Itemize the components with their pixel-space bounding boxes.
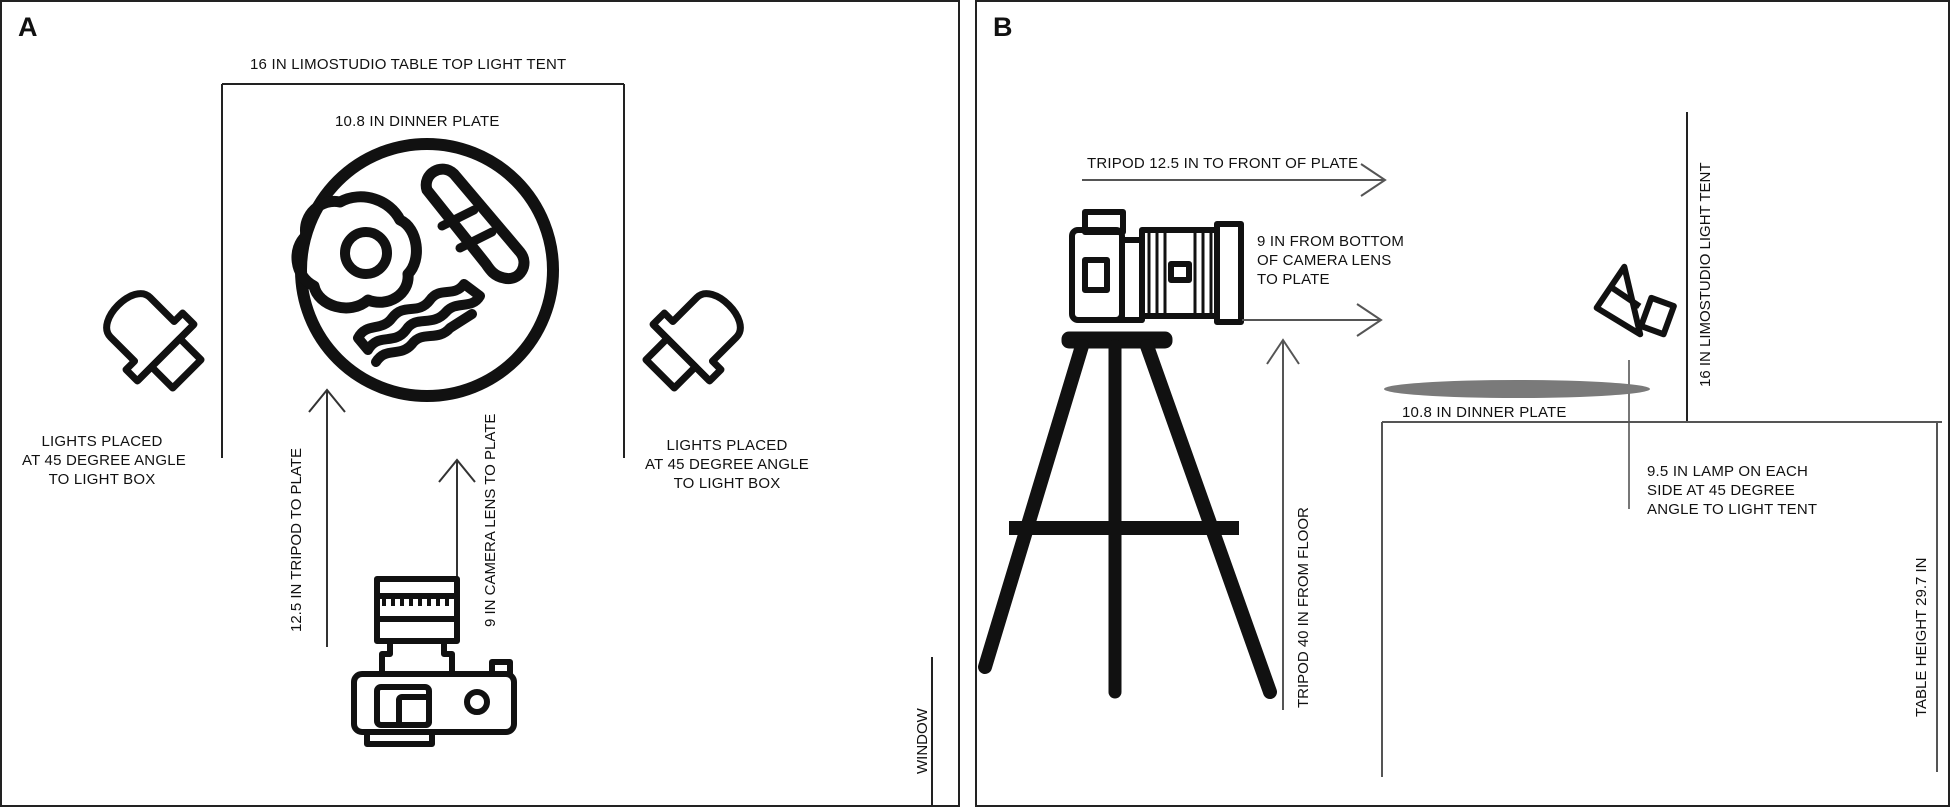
lens-to-plate-label: 9 IN CAMERA LENS TO PLATE [482, 413, 499, 627]
lamp-icon [1593, 263, 1677, 338]
lens-bottom-line-2: OF CAMERA LENS [1257, 252, 1392, 269]
lamp-label: 9.5 IN LAMP ON EACH SIDE AT 45 DEGREE AN… [1647, 462, 1817, 519]
lens-bottom-label: 9 IN FROM BOTTOM OF CAMERA LENS TO PLATE [1257, 232, 1404, 289]
left-light-label: LIGHTS PLACED AT 45 DEGREE ANGLE TO LIGH… [22, 432, 186, 489]
tripod-front-arrow [1082, 163, 1387, 197]
plate-label-b: 10.8 IN DINNER PLATE [1402, 404, 1567, 421]
tent-label: 16 IN LIMOSTUDIO TABLE TOP LIGHT TENT [250, 56, 567, 73]
camera-icon [351, 576, 517, 747]
panel-b-letter: B [993, 12, 1013, 42]
panel-b: B [975, 0, 1950, 807]
right-light-label: LIGHTS PLACED AT 45 DEGREE ANGLE TO LIGH… [638, 436, 816, 493]
lamp-line-3: ANGLE TO LIGHT TENT [1647, 501, 1818, 518]
tripod-icon [978, 331, 1277, 699]
left-light-line-2: AT 45 DEGREE ANGLE [22, 452, 186, 469]
tripod-to-plate-label: 12.5 IN TRIPOD TO PLATE [288, 448, 305, 632]
left-light-line-3: TO LIGHT BOX [48, 471, 156, 488]
lens-to-plate-arrow [438, 458, 476, 580]
panel-a-diagram [103, 83, 933, 807]
plate-label: 10.8 IN DINNER PLATE [335, 113, 500, 130]
tent-height-label: 16 IN LIMOSTUDIO LIGHT TENT [1697, 162, 1714, 388]
right-light-line-2: AT 45 DEGREE ANGLE [645, 456, 809, 473]
table-height-label: TABLE HEIGHT 29.7 IN [1913, 557, 1930, 718]
side-camera-icon [1069, 209, 1244, 325]
right-light-line-1: LIGHTS PLACED [666, 437, 788, 454]
window-label: WINDOW [914, 708, 931, 774]
table-outline [1381, 421, 1942, 777]
panel-b-diagram [978, 112, 1942, 777]
lens-bottom-line-1: 9 IN FROM BOTTOM [1257, 233, 1405, 250]
tripod-floor-arrow [1266, 338, 1300, 710]
plate-icon [291, 138, 559, 402]
left-light-line-1: LIGHTS PLACED [41, 433, 163, 450]
lens-bottom-line-3: TO PLATE [1257, 271, 1330, 288]
lamp-line-2: SIDE AT 45 DEGREE [1647, 482, 1795, 499]
tripod-front-label: TRIPOD 12.5 IN TO FRONT OF PLATE [1087, 155, 1359, 172]
panel-a-letter: A [18, 12, 38, 42]
right-light-line-3: TO LIGHT BOX [673, 475, 781, 492]
lamp-line-1: 9.5 IN LAMP ON EACH [1647, 463, 1809, 480]
lens-bottom-arrow [1242, 303, 1383, 337]
panel-a: A [0, 0, 960, 807]
left-light-icon [103, 290, 205, 392]
plate-ellipse [1384, 380, 1650, 398]
light-tent-outline [221, 83, 625, 458]
tripod-floor-label: TRIPOD 40 IN FROM FLOOR [1295, 507, 1312, 708]
right-light-icon [642, 290, 744, 392]
tripod-to-plate-arrow [308, 388, 346, 647]
